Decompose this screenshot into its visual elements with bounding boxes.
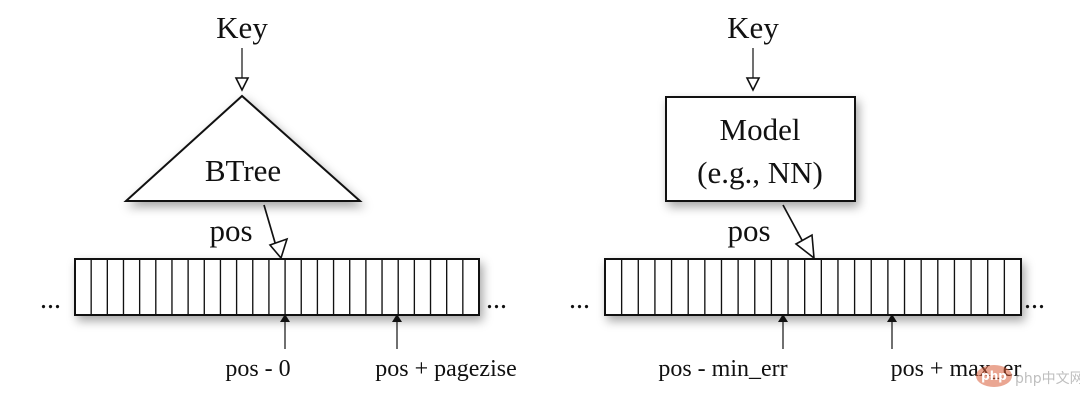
- model-key-label: Key: [727, 10, 779, 45]
- watermark: php php中文网: [976, 365, 1080, 387]
- btree-node: BTree: [123, 94, 363, 202]
- model-box-shape: [665, 96, 856, 202]
- btree-left-ellipsis: ...: [40, 284, 61, 315]
- key-to-btree-arrow: [234, 48, 250, 92]
- learned-index-panel: Key Model (e.g., NN) pos ... ...: [569, 10, 1045, 382]
- btree-to-array-arrow: [263, 204, 289, 260]
- model-array: [604, 258, 1022, 316]
- php-badge-icon: [976, 365, 1012, 387]
- model-lower-bound-marker: [778, 314, 788, 349]
- model-to-array-arrow: [782, 204, 815, 260]
- watermark-badge-text: php: [981, 369, 1007, 383]
- model-lower-bound-label: pos - min_err: [658, 356, 787, 382]
- btree-triangle-shape: [123, 94, 363, 202]
- model-upper-bound-marker: [887, 314, 897, 349]
- btree-upper-bound-marker: [392, 314, 402, 349]
- btree-lower-bound-marker: [280, 314, 290, 349]
- btree-right-ellipsis: ...: [486, 284, 507, 315]
- btree-lower-bound-label: pos - 0: [225, 356, 290, 382]
- model-label-line1: Model: [720, 112, 801, 147]
- btree-pos-label: pos: [209, 213, 252, 248]
- btree-array-box: [74, 258, 480, 316]
- model-left-ellipsis: ...: [569, 284, 590, 315]
- btree-label: BTree: [205, 153, 281, 188]
- model-array-cells: [620, 259, 1006, 315]
- model-label-line2: (e.g., NN): [697, 155, 823, 190]
- model-right-ellipsis: ...: [1024, 284, 1045, 315]
- watermark-text: php中文网: [1015, 371, 1080, 387]
- btree-key-label: Key: [216, 10, 268, 45]
- model-array-box: [604, 258, 1022, 316]
- btree-array: [74, 258, 480, 316]
- btree-index-panel: Key BTree pos ... ... pos - 0: [40, 10, 517, 382]
- btree-upper-bound-label: pos + pagezise: [375, 356, 517, 382]
- btree-array-cells: [90, 259, 464, 315]
- model-pos-label: pos: [727, 213, 770, 248]
- key-to-model-arrow: [745, 48, 761, 92]
- model-node: Model (e.g., NN): [665, 96, 856, 202]
